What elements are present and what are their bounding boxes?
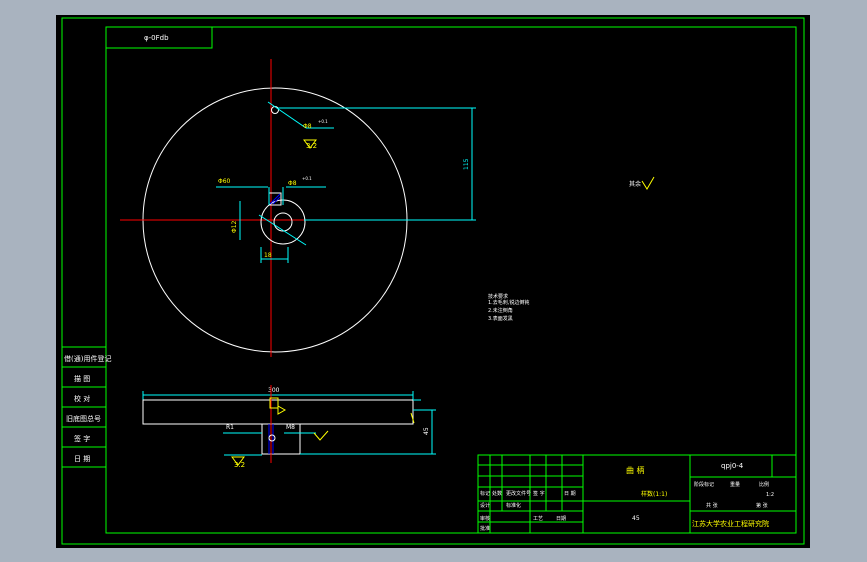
- check-label: 审核: [480, 515, 490, 522]
- tech-req-3: 3.表面发黑: [488, 315, 513, 322]
- dim-115-text: 115: [463, 158, 470, 170]
- tech-req-1: 1.去毛刺,锐边倒钝: [488, 299, 529, 306]
- side-label-boxes: 借(通)用件登记 描 图 校 对 旧底图总号 签 字 日 期: [61, 346, 111, 468]
- inner-frame: [105, 26, 797, 534]
- tol-sup-1: +0.1: [318, 119, 328, 124]
- side-view: 300 45 R1 M8 3.2: [142, 385, 436, 469]
- row-label-2: 更改文件号: [506, 490, 531, 497]
- roughness-top-value: 3.2: [306, 142, 317, 150]
- drawing-code-text: φ-0Fdb: [144, 34, 169, 42]
- leader-top-hole: [267, 101, 307, 129]
- std-label: 标准化: [506, 502, 521, 509]
- side-label-2: 校 对: [74, 394, 90, 403]
- sheet-label-0: 共 张: [706, 502, 718, 509]
- row-label-0: 标记: [480, 490, 490, 497]
- side-label-3: 旧底图总号: [66, 414, 101, 423]
- outer-frame: [61, 17, 805, 545]
- front-view: 115 Φ8 +0.1 3.2 Φ60 Φ8 +0.1 Φ12 18: [120, 59, 476, 357]
- global-roughness: 其余: [629, 176, 655, 190]
- dim-300-text: 300: [268, 387, 280, 394]
- drawing-number: qpj0-4: [721, 462, 744, 470]
- engineering-drawing: φ-0Fdb 借(通)用件登记 描 图 校 对 旧底图总号 签 字 日 期 11…: [61, 17, 805, 545]
- stage-label-1: 重量: [730, 481, 740, 488]
- side-label-5: 日 期: [74, 455, 90, 463]
- tol-label-1: Φ8: [303, 123, 312, 130]
- row-label-4: 日 期: [564, 491, 576, 497]
- top-hole: [271, 106, 279, 114]
- material: 45: [632, 515, 640, 522]
- tech-requirements: 技术要求 1.去毛刺,锐边倒钝 2.未注倒角 3.表面发黑: [488, 293, 529, 322]
- hub-bore: [273, 212, 293, 232]
- title-block: 标记 处数 更改文件号 签 字 日 期 设计 标准化 审核 工艺 日期 批准 曲…: [477, 454, 797, 534]
- part-name: 曲 柄: [626, 465, 645, 475]
- roughness-symbol-top: [303, 139, 317, 149]
- tol-sup-2: +0.1: [302, 176, 312, 181]
- date-label: 日期: [556, 516, 566, 522]
- row-label-3: 签 字: [533, 490, 545, 497]
- roughness-symbol-side: [231, 456, 245, 466]
- row-label-1: 处数: [492, 490, 502, 497]
- sheet-label-1: 第 张: [756, 502, 768, 509]
- tol-label-2: Φ8: [288, 180, 297, 187]
- drawing-code-box: [105, 26, 213, 49]
- tol-label-4: 18: [264, 252, 272, 259]
- scale-value: 1:2: [766, 492, 774, 498]
- side-label-4: 签 字: [74, 434, 90, 443]
- design-label: 设计: [480, 502, 490, 509]
- tech-req-2: 2.未注倒角: [488, 307, 513, 314]
- scale-label: 样数(1:1): [641, 490, 667, 498]
- stage-label-2: 比例: [759, 481, 769, 488]
- roughness-side-value: 3.2: [234, 461, 245, 469]
- institute: 江苏大学农业工程研究院: [692, 519, 769, 528]
- side-label-1: 描 图: [74, 374, 90, 383]
- tech-req-0: 技术要求: [488, 293, 508, 300]
- dim-45-text: 45: [423, 427, 430, 435]
- tol-label-3: Φ12: [231, 220, 238, 233]
- cad-viewport[interactable]: φ-0Fdb 借(通)用件登记 描 图 校 对 旧底图总号 签 字 日 期 11…: [56, 15, 810, 548]
- hub-outline: [261, 423, 301, 455]
- process-label: 工艺: [533, 516, 543, 522]
- approve-label: 批准: [480, 525, 490, 532]
- stage-label-0: 阶段标记: [694, 481, 714, 488]
- hub-circle: [260, 199, 306, 245]
- global-roughness-label: 其余: [629, 180, 641, 188]
- radius-label: R1: [226, 424, 234, 431]
- tol-label-0: Φ60: [218, 178, 231, 185]
- side-label-0: 借(通)用件登记: [64, 354, 111, 363]
- thread-label: M8: [286, 424, 295, 431]
